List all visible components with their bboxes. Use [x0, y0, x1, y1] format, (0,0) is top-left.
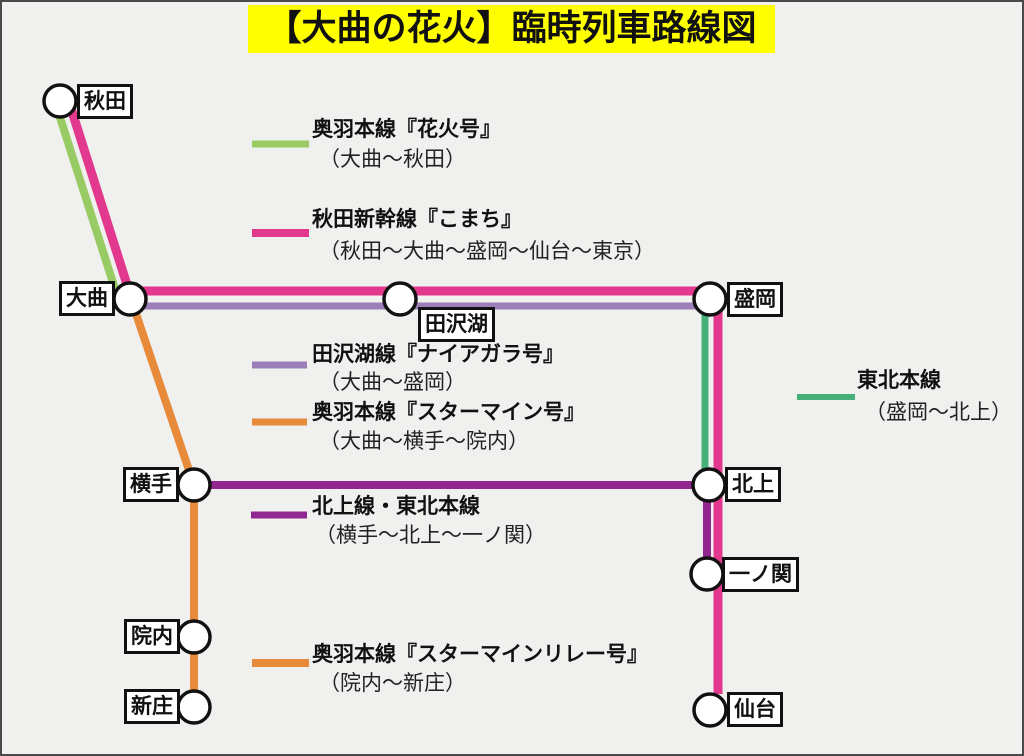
legend-title-niagara: 田沢湖線『ナイアガラ号』 [312, 343, 564, 366]
legend-route-tohoku: （盛岡～北上） [865, 401, 1012, 424]
legend-title-kitakami: 北上線・東北本線 [312, 495, 480, 518]
legend-route-niagara: （大曲～盛岡） [319, 371, 466, 394]
legend-title-starmine-relay: 奥羽本線『スターマインリレー号』 [312, 643, 648, 666]
station-label-sendai: 仙台 [727, 692, 783, 727]
station-node-shinjo [176, 689, 212, 725]
station-label-kitakami: 北上 [725, 467, 781, 502]
legend-title-komachi: 秋田新幹線『こまち』 [312, 208, 522, 231]
station-label-tazawako: 田沢湖 [418, 307, 495, 342]
legend-route-kitakami: （横手～北上～一ノ関） [315, 524, 546, 547]
legend-title-hanabi: 奥羽本線『花火号』 [312, 118, 501, 141]
line-ouu-hanabi [52, 103, 120, 294]
station-label-akita: 秋田 [77, 84, 133, 119]
station-label-shinjo: 新庄 [124, 689, 180, 724]
station-node-akita [42, 83, 78, 119]
station-node-ichinoseki [689, 556, 725, 592]
legend-route-starmine: （大曲～横手～院内） [319, 430, 529, 453]
station-node-morioka [692, 281, 728, 317]
station-node-omagari [112, 281, 148, 317]
station-node-kitakami [691, 467, 727, 503]
station-label-yokote: 横手 [123, 467, 179, 502]
legend-title-starmine: 奥羽本線『スターマイン号』 [312, 401, 585, 424]
page-title: 【大曲の花火】臨時列車路線図 [248, 5, 775, 53]
station-node-yokote [176, 467, 212, 503]
station-label-ichinoseki: 一ノ関 [722, 557, 799, 592]
station-label-omagari: 大曲 [59, 281, 115, 316]
legend-route-komachi: （秋田～大曲～盛岡～仙台～東京） [319, 240, 655, 263]
station-node-tazawako [382, 281, 418, 317]
station-node-sendai [692, 692, 728, 728]
legend-route-hanabi: （大曲～秋田） [319, 148, 466, 171]
station-label-innai: 院内 [124, 619, 180, 654]
station-node-innai [176, 619, 212, 655]
legend-route-starmine-relay: （院内～新庄） [319, 672, 466, 695]
station-label-morioka: 盛岡 [727, 282, 783, 317]
legend-title-tohoku: 東北本線 [857, 369, 941, 392]
